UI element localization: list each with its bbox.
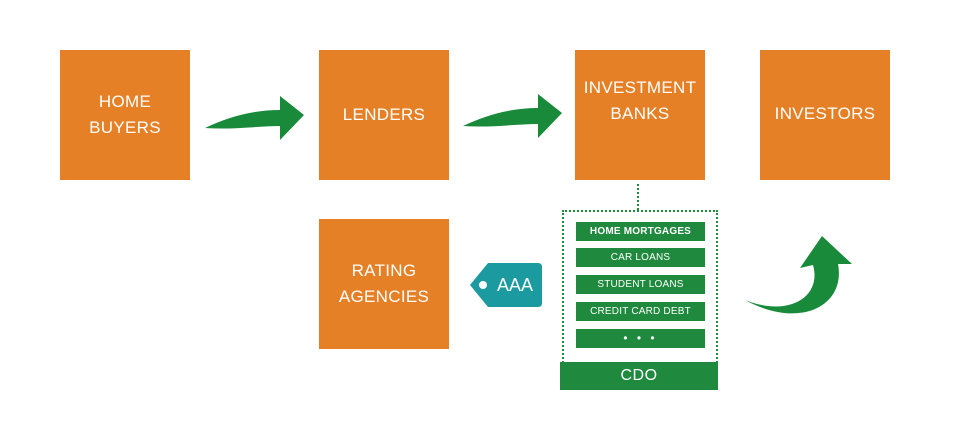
arrow-cdo-to-investors	[745, 236, 852, 314]
node-investment-banks-line1: INVESTMENT	[583, 78, 697, 97]
arrow-lenders-to-investment-banks	[463, 94, 562, 138]
node-rating-agencies-line1: RATING	[351, 261, 417, 280]
node-investment-banks-line2: BANKS	[610, 104, 670, 123]
node-rating-agencies-line2: AGENCIES	[338, 287, 430, 306]
node-lenders: LENDERS	[319, 50, 449, 180]
cdo-label: CDO	[560, 362, 718, 390]
cdo-item-student-loans: STUDENT LOANS	[576, 275, 705, 294]
cdo-item-ellipsis: • • •	[576, 329, 705, 348]
node-home-buyers: HOME BUYERS	[60, 50, 190, 180]
node-lenders-label: LENDERS	[342, 105, 426, 124]
cdo-item-home-mortgages: HOME MORTGAGES	[576, 222, 705, 241]
node-home-buyers-line2: BUYERS	[89, 118, 161, 137]
connector-investment-banks-to-cdo	[637, 184, 639, 210]
node-rating-agencies: RATING AGENCIES	[319, 219, 449, 349]
rating-tag-label: AAA	[496, 275, 534, 295]
node-investors: INVESTORS	[760, 50, 890, 180]
arrow-home-buyers-to-lenders	[205, 96, 304, 140]
node-home-buyers-line1: HOME	[98, 92, 152, 111]
cdo-item-credit-card-debt: CREDIT CARD DEBT	[576, 302, 705, 321]
cdo-item-car-loans: CAR LOANS	[576, 248, 705, 267]
node-investors-label: INVESTORS	[774, 104, 876, 123]
node-investment-banks: INVESTMENT BANKS	[575, 50, 705, 180]
cdo-container: HOME MORTGAGES CAR LOANS STUDENT LOANS C…	[562, 210, 718, 390]
